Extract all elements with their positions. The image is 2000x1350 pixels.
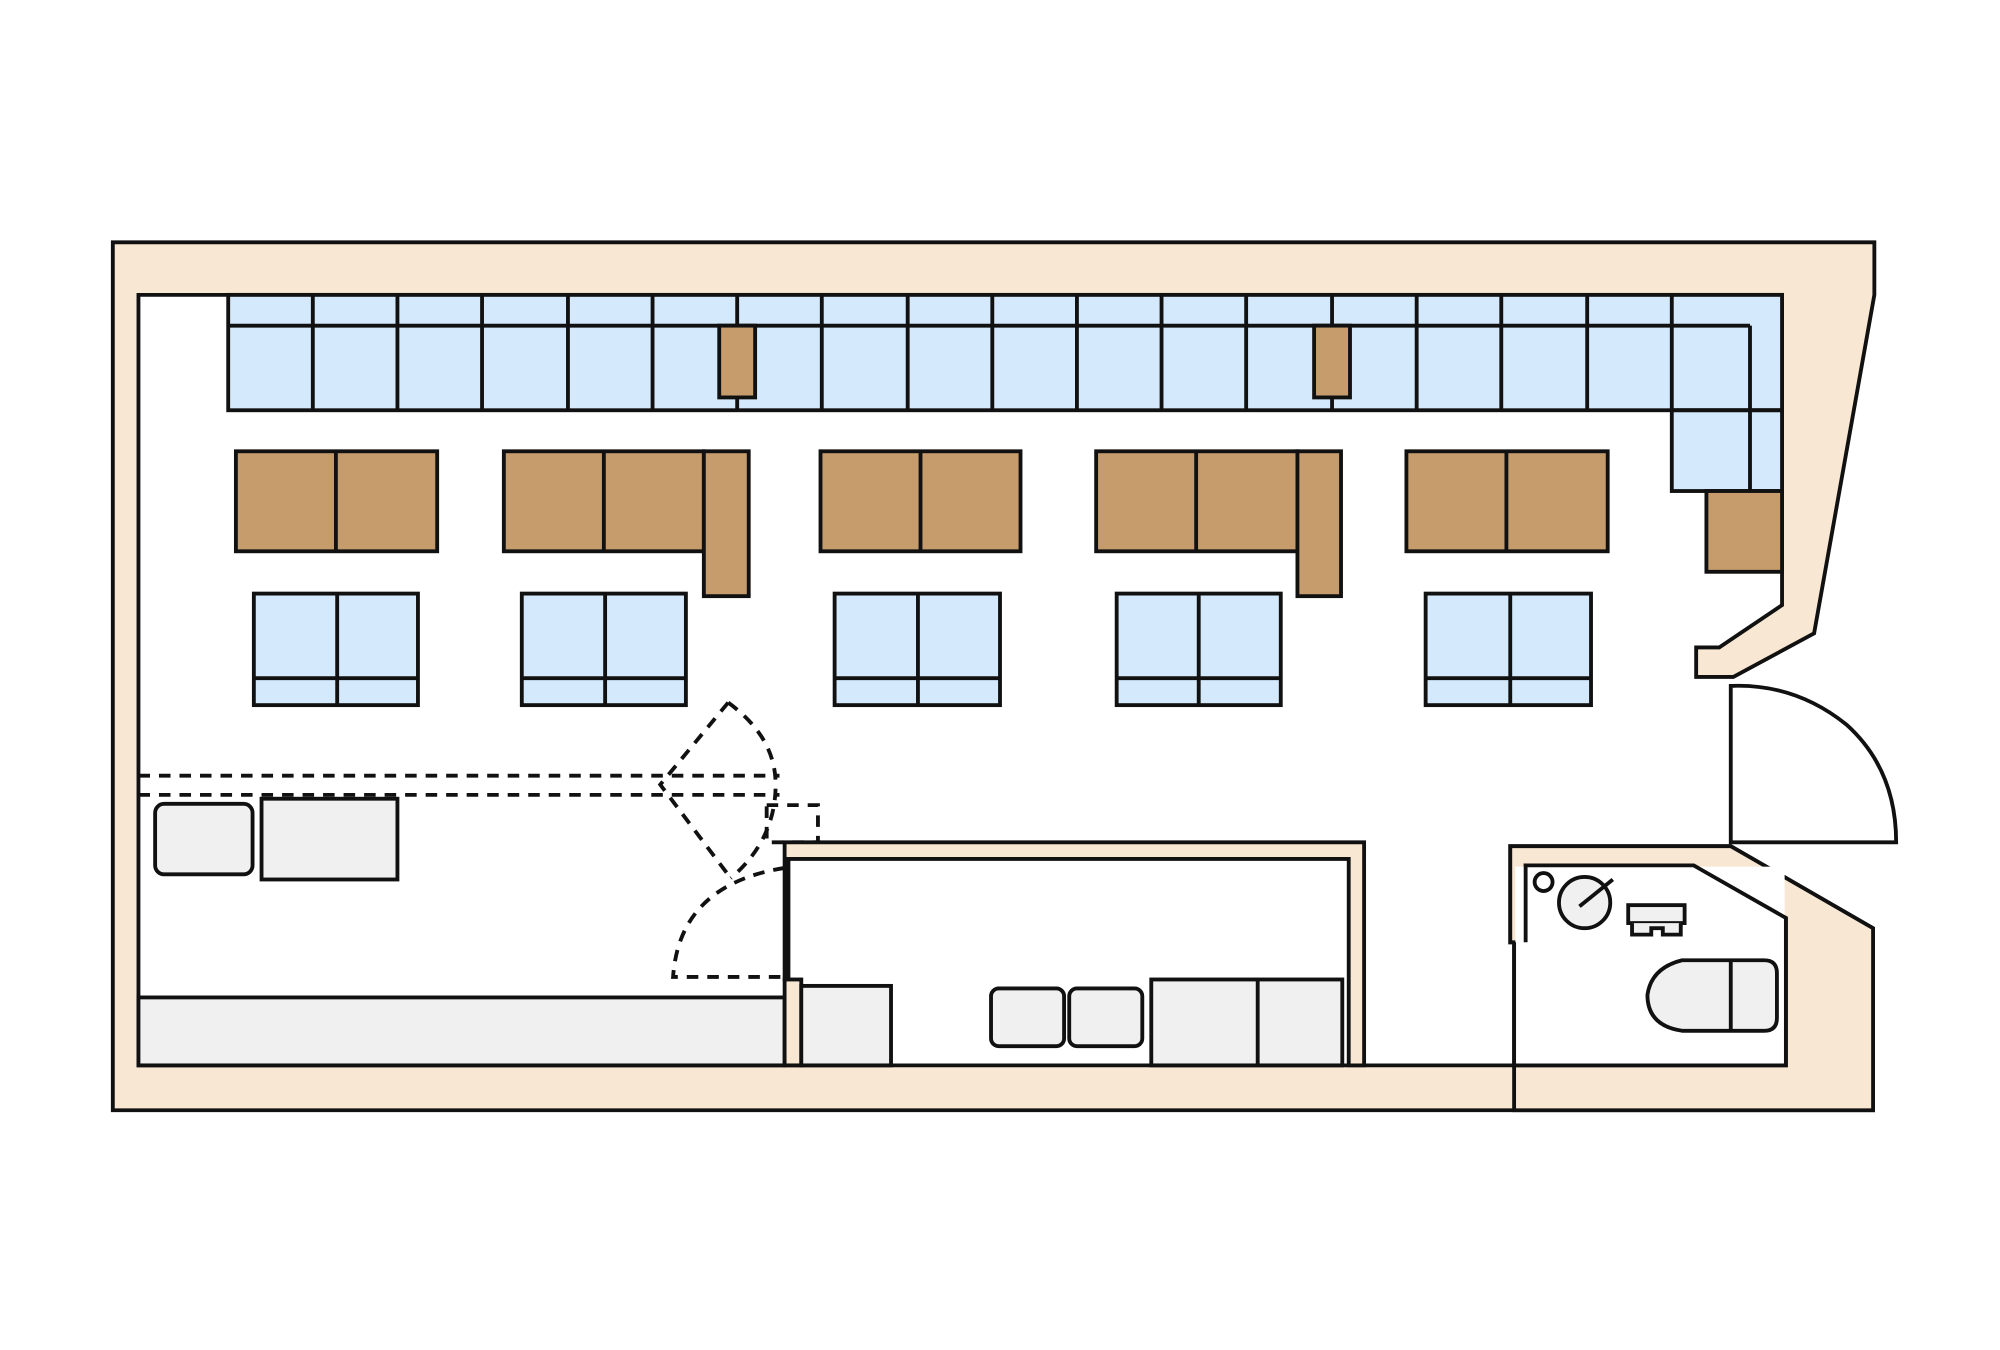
pillar xyxy=(717,323,758,400)
entrance-door[interactable] xyxy=(1728,683,1899,845)
toilet xyxy=(1645,958,1779,1033)
side-table xyxy=(1295,449,1343,599)
fixture-sink xyxy=(153,801,255,877)
storage-unit xyxy=(1149,977,1345,1068)
display-unit xyxy=(1423,591,1593,708)
long-counter xyxy=(136,995,787,1068)
side-table xyxy=(701,449,751,599)
pillar xyxy=(1312,323,1352,400)
display-units xyxy=(251,591,1593,708)
appliance xyxy=(799,983,893,1068)
wall-shelving xyxy=(226,292,1784,574)
dashed-overlays xyxy=(138,701,820,979)
wall-post xyxy=(782,977,804,1068)
washbasin xyxy=(1626,903,1687,926)
tables xyxy=(233,449,1610,599)
stool xyxy=(1067,986,1145,1049)
stool xyxy=(989,986,1067,1049)
corner-cabinet xyxy=(1704,489,1784,574)
restroom-outline xyxy=(1512,863,1788,1068)
fixture-counter xyxy=(259,796,400,882)
drain-icon xyxy=(1532,871,1555,893)
